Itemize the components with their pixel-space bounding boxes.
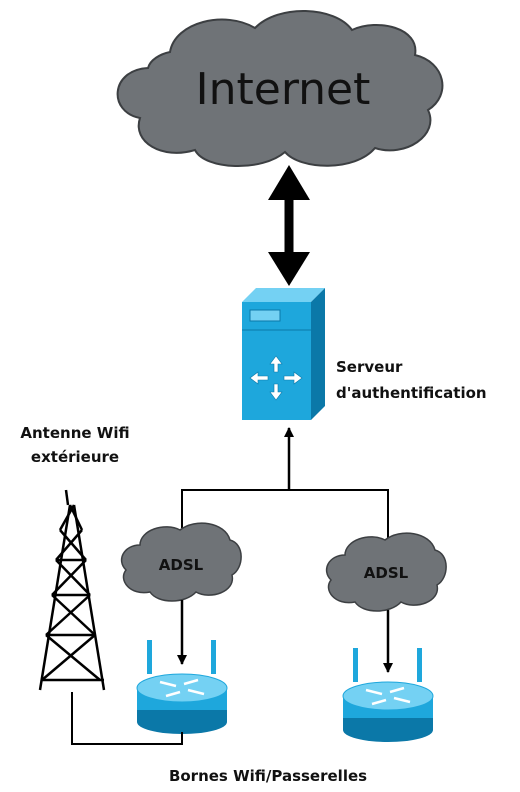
server-arrows-icon bbox=[249, 355, 303, 401]
server-label-line2: d'authentification bbox=[336, 384, 487, 402]
router-right-arrows-icon bbox=[365, 686, 411, 706]
internet-cloud: Internet bbox=[116, 10, 444, 168]
antenna-label-line2: extérieure bbox=[31, 448, 119, 466]
server-label-line1: Serveur bbox=[336, 358, 403, 376]
antenna-router-link bbox=[71, 692, 183, 745]
wifi-router-right bbox=[342, 648, 434, 742]
internet-cloud-shape bbox=[116, 10, 444, 168]
internet-label: Internet bbox=[196, 64, 371, 115]
distribution-lines bbox=[181, 489, 389, 540]
auth-server: Serveur d'authentification bbox=[242, 288, 487, 420]
internet-server-link bbox=[268, 165, 310, 286]
adsl-cloud-right: ADSL bbox=[325, 532, 447, 612]
antenna-tower-icon bbox=[38, 489, 106, 691]
adsl-cloud-left: ADSL bbox=[120, 522, 242, 602]
routers-label: Bornes Wifi/Passerelles bbox=[169, 767, 367, 785]
router-left-arrows-icon bbox=[159, 678, 205, 698]
adsl-left-label: ADSL bbox=[159, 556, 204, 574]
adsl-cloud-left-shape bbox=[120, 522, 242, 602]
adsl-right-label: ADSL bbox=[364, 564, 409, 582]
adsl-cloud-right-shape bbox=[325, 532, 447, 612]
wifi-router-left bbox=[136, 640, 228, 734]
antenna-label-line1: Antenne Wifi bbox=[20, 424, 129, 442]
